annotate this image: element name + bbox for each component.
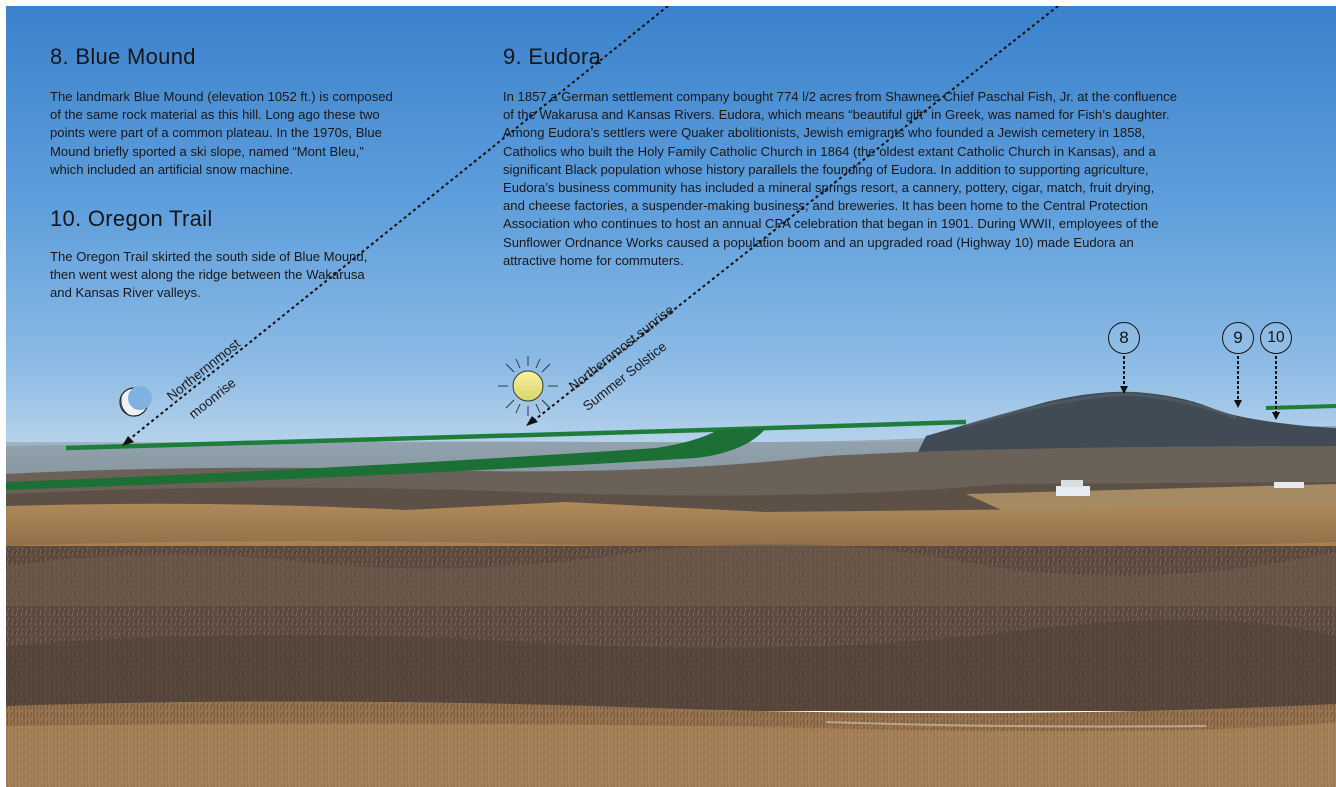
text-line: of the Wakarusa and Kansas Rivers. Eudor… (503, 107, 1170, 123)
text-line: and Kansas River valleys. (50, 285, 201, 301)
text-line: Association who continues to host an ann… (503, 216, 1159, 232)
text-line: Among Eudora’s settlers were Quaker abol… (503, 125, 1146, 141)
sun-icon (498, 356, 558, 416)
text-line: of the same rock material as this hill. … (50, 107, 380, 123)
text-line: Mound briefly sported a ski slope, named… (50, 143, 364, 159)
crescent-moon-icon (119, 386, 152, 417)
text-line: and cheese factories, a suspender-making… (503, 198, 1148, 214)
oregon-trail-line (6, 428, 766, 490)
blue-mound-text: The landmark Blue Mound (elevation 1052 … (50, 88, 480, 179)
marker-10: 10 (1260, 322, 1292, 354)
blue-mound-heading: 8. Blue Mound (50, 44, 196, 69)
text-line: The landmark Blue Mound (elevation 1052 … (50, 89, 393, 104)
text-line: Catholics who built the Holy Family Cath… (503, 143, 1156, 159)
marker-9: 9 (1222, 322, 1254, 354)
text-line: Eudora’s business community has included… (503, 180, 1155, 196)
text-line: The Oregon Trail skirted the south side … (50, 249, 368, 264)
eudora-text: In 1857 a German settlement company boug… (503, 88, 1323, 270)
text-line: which included an artificial snow machin… (50, 161, 294, 177)
marker-8: 8 (1108, 322, 1140, 354)
eudora-heading: 9. Eudora (503, 44, 602, 69)
text-line: Sunflower Ordnance Works caused a popula… (503, 234, 1134, 250)
interpretive-panel: 8. Blue Mound The landmark Blue Mound (e… (6, 6, 1336, 787)
sunrise-direction-line (531, 6, 1059, 423)
text-line: then went west along the ridge between t… (50, 267, 365, 283)
oregon-trail-heading: 10. Oregon Trail (50, 206, 213, 231)
oregon-trail-text: The Oregon Trail skirted the south side … (50, 248, 480, 303)
text-line: points were part of a common plateau. In… (50, 125, 382, 141)
text-line: significant Black population whose histo… (503, 161, 1149, 177)
text-line: In 1857 a German settlement company boug… (503, 89, 1177, 104)
text-line: attractive home for commuters. (503, 252, 684, 268)
moonrise-direction-line (125, 6, 669, 443)
landscape-photo (6, 6, 1336, 787)
